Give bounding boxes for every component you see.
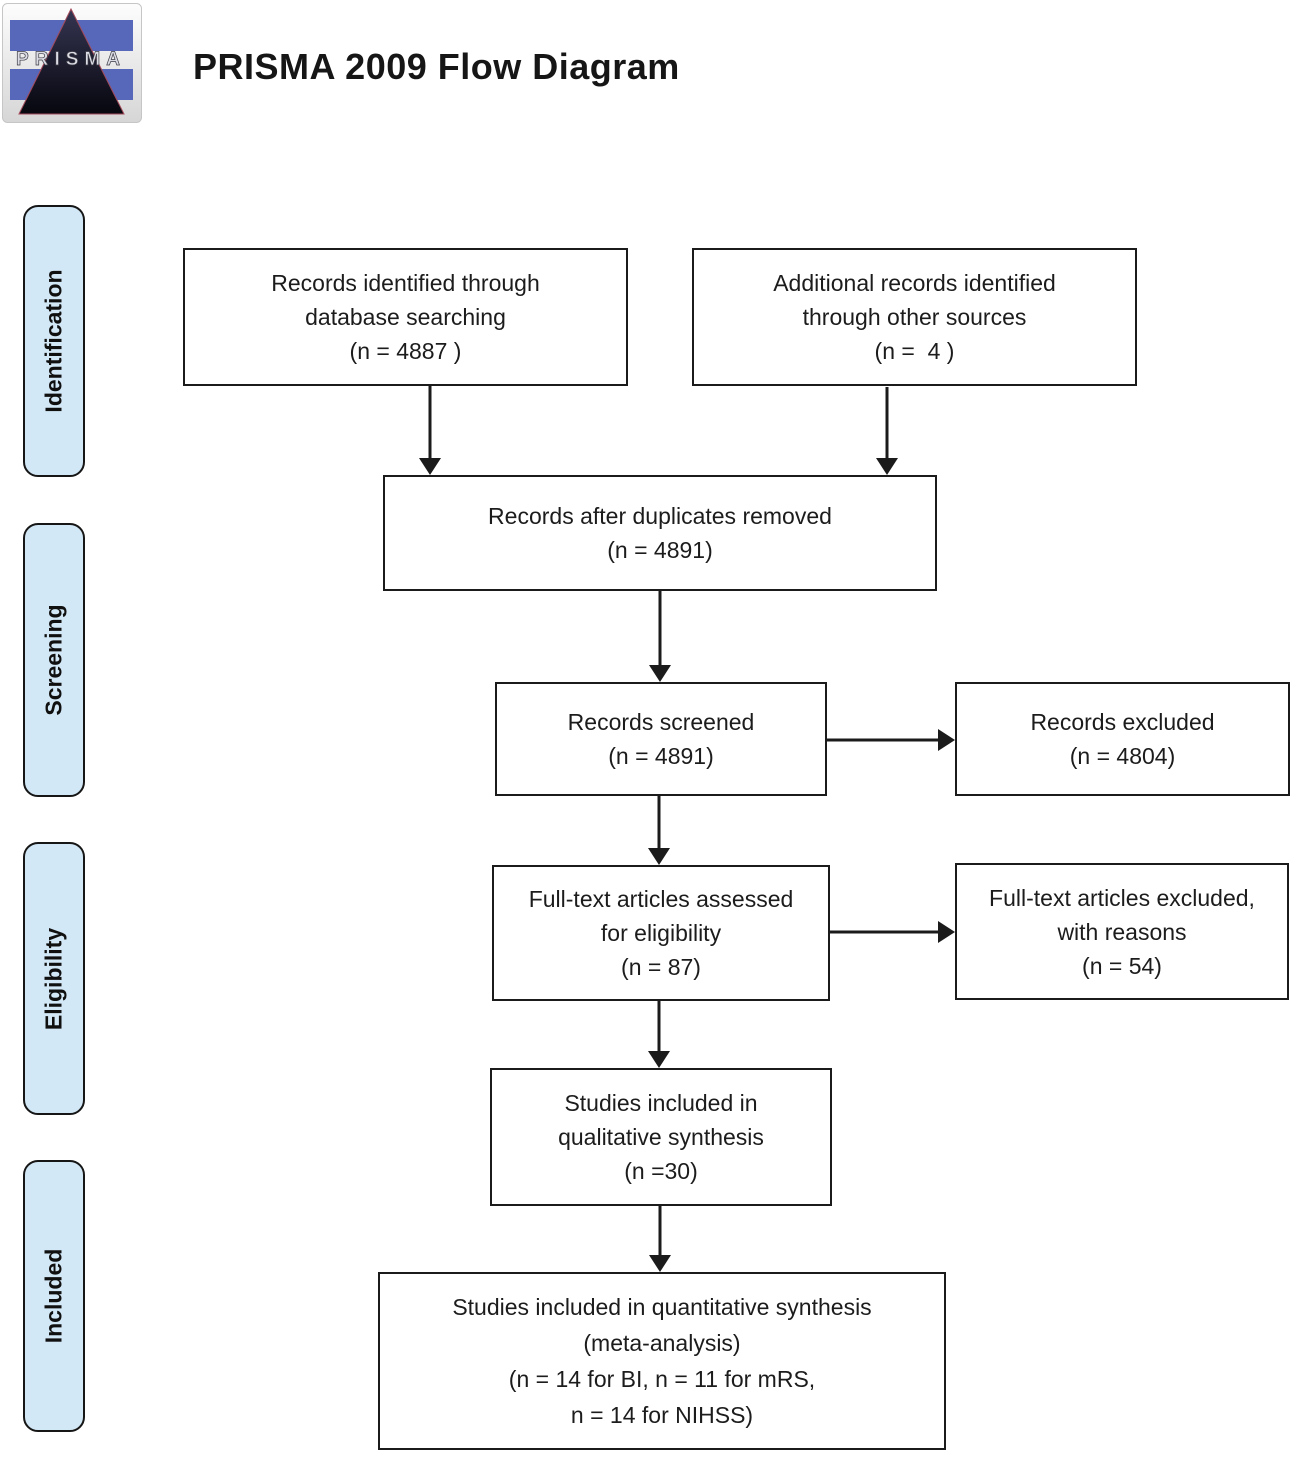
box-quantitative-synthesis: Studies included in quantitative synthes… xyxy=(378,1272,946,1450)
arrow-screened-to-excluded xyxy=(827,729,955,751)
box-text-line: Studies included in quantitative synthes… xyxy=(452,1294,872,1320)
prisma-logo: PRISMA xyxy=(2,3,142,123)
arrow-shaft xyxy=(658,591,662,669)
box-text-line: (n = 87) xyxy=(621,954,701,980)
arrow-assessed-to-fulltext-excluded xyxy=(830,921,955,943)
box-fulltext-assessed: Full-text articles assessed for eligibil… xyxy=(492,865,830,1001)
arrow-head-icon xyxy=(648,1051,670,1068)
box-text-line: database searching xyxy=(305,304,506,330)
box-records-screened: Records screened (n = 4891) xyxy=(495,682,827,796)
arrow-assessed-to-qualitative xyxy=(648,1001,670,1068)
stage-identification: Identification xyxy=(23,205,85,477)
page-title: PRISMA 2009 Flow Diagram xyxy=(193,46,680,87)
box-fulltext-excluded: Full-text articles excluded, with reason… xyxy=(955,863,1289,1000)
box-text-line: through other sources xyxy=(802,304,1027,330)
arrow-screened-to-assessed xyxy=(648,796,670,865)
stage-screening: Screening xyxy=(23,523,85,797)
box-qualitative-synthesis: Studies included in qualitative synthesi… xyxy=(490,1068,832,1206)
box-additional-records: Additional records identified through ot… xyxy=(692,248,1137,386)
box-text-line: (n = 54) xyxy=(1082,952,1162,979)
box-text-line: Full-text articles assessed xyxy=(528,886,794,912)
prisma-logo-icon: PRISMA xyxy=(2,3,142,123)
stage-eligibility: Eligibility xyxy=(23,842,85,1115)
box-text-line: (n = 4804) xyxy=(1069,743,1176,769)
arrow-qualitative-to-quantitative xyxy=(649,1206,671,1272)
box-text-line: qualitative synthesis xyxy=(558,1124,764,1150)
arrow-shaft xyxy=(885,387,889,462)
arrow-shaft xyxy=(830,930,942,934)
box-text-line: Additional records identified xyxy=(773,270,1056,296)
stage-label: Eligibility xyxy=(40,927,67,1030)
arrow-head-icon xyxy=(938,729,955,751)
prisma-triangle-icon xyxy=(18,7,125,115)
box-text-line: for eligibility xyxy=(600,920,722,946)
arrow-additional-to-duplicates xyxy=(876,387,898,475)
arrow-head-icon xyxy=(419,458,441,475)
arrow-head-icon xyxy=(649,665,671,682)
box-text-line: Studies included in xyxy=(564,1090,758,1116)
box-records-identified: Records identified through database sear… xyxy=(183,248,628,386)
box-text-line: with reasons xyxy=(1057,918,1187,945)
stage-label: Identification xyxy=(40,269,67,413)
box-text-line: Records screened xyxy=(567,709,755,735)
arrow-head-icon xyxy=(876,458,898,475)
box-text-line: Records after duplicates removed xyxy=(488,503,832,529)
box-text-line: (n = 4 ) xyxy=(874,338,955,364)
arrow-shaft xyxy=(657,1001,661,1055)
prisma-logo-text: PRISMA xyxy=(16,49,126,70)
box-text-line: Full-text articles excluded, xyxy=(989,884,1255,911)
arrow-shaft xyxy=(657,796,661,852)
box-text-line: Records excluded xyxy=(1030,709,1215,735)
box-text-line: (n = 14 for BI, n = 11 for mRS, xyxy=(508,1366,816,1392)
box-after-duplicates: Records after duplicates removed (n = 48… xyxy=(383,475,937,591)
stage-label: Included xyxy=(40,1248,67,1344)
box-records-excluded: Records excluded (n = 4804) xyxy=(955,682,1290,796)
arrow-shaft xyxy=(827,738,942,742)
arrow-head-icon xyxy=(648,848,670,865)
box-text-line: (meta-analysis) xyxy=(583,1330,741,1356)
stage-included: Included xyxy=(23,1160,85,1432)
arrow-duplicates-to-screened xyxy=(649,591,671,682)
box-text-line: (n =30) xyxy=(624,1158,698,1184)
arrow-head-icon xyxy=(938,921,955,943)
arrow-head-icon xyxy=(649,1255,671,1272)
stage-label: Screening xyxy=(40,604,67,716)
box-text-line: (n = 4891) xyxy=(608,743,714,769)
box-text-line: (n = 4887 ) xyxy=(349,338,462,364)
arrow-shaft xyxy=(428,386,432,462)
arrow-shaft xyxy=(658,1206,662,1259)
box-text-line: (n = 4891) xyxy=(607,537,713,563)
box-text-line: n = 14 for NIHSS) xyxy=(570,1402,754,1428)
box-text-line: Records identified through xyxy=(271,270,540,296)
arrow-identified-to-duplicates xyxy=(419,386,441,475)
